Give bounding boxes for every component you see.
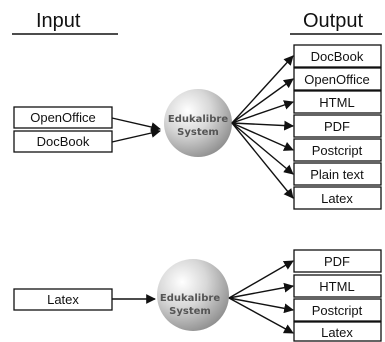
output-label-openoffice: OpenOffice [304,72,370,87]
output2-label-pdf: PDF [324,254,350,269]
edukalibre-system-sphere [164,89,232,157]
output-box-openoffice [293,67,382,91]
output2-box-postcript [293,298,382,322]
output-box-html [293,90,382,114]
diagram-2: Latex Edukalibre System PDF HTML Postcri… [13,249,382,342]
output-label-latex: Latex [321,191,353,206]
input-box-openoffice [13,106,113,129]
output2-label-postcript: Postcript [312,303,363,318]
input-label-docbook: DocBook [37,134,90,149]
output-label-pdf: PDF [324,119,350,134]
output-box-latex [293,186,382,210]
output2-arrow-pdf [228,260,294,299]
input-label-latex: Latex [47,292,79,307]
output2-box-latex [293,321,382,342]
output2-arrow-postcript [228,297,294,314]
edukalibre-system-sphere-2 [157,259,229,331]
input-label-openoffice: OpenOffice [30,110,96,125]
output-arrow-openoffice [231,78,294,124]
output2-box-pdf [293,249,382,273]
system-label-line2: System [177,127,219,138]
output-arrow-html [231,100,294,124]
output2-label-latex: Latex [321,325,353,340]
output-label-plain-text: Plain text [310,167,364,182]
system2-label-line2: System [169,306,211,317]
output2-box-html [293,274,382,298]
output-label-html: HTML [319,95,354,110]
output-box-plain-text [293,162,382,186]
output-label-postcript: Postcript [312,143,363,158]
input-header: Input [36,10,81,32]
output-arrow-postcript [231,122,294,151]
output-arrow-pdf [231,120,294,131]
output-arrow-latex [231,122,294,199]
input-arrow-docbook [111,128,161,143]
output2-arrow-html [228,282,294,299]
system-label-line1: Edukalibre [168,114,228,125]
output-box-pdf [293,114,382,138]
diagram-1: OpenOffice DocBook Edukalibre System Doc… [13,44,382,210]
output-box-docbook [293,44,382,68]
output-arrow-plain-text [231,122,294,175]
output-arrow-docbook [231,55,294,124]
output2-label-html: HTML [319,279,354,294]
system2-label-line1: Edukalibre [160,293,220,304]
output2-arrow-latex [228,297,294,334]
output-header: Output [303,10,363,32]
output-label-docbook: DocBook [311,49,364,64]
input-arrow-openoffice [111,117,161,132]
output-box-postcript [293,138,382,162]
